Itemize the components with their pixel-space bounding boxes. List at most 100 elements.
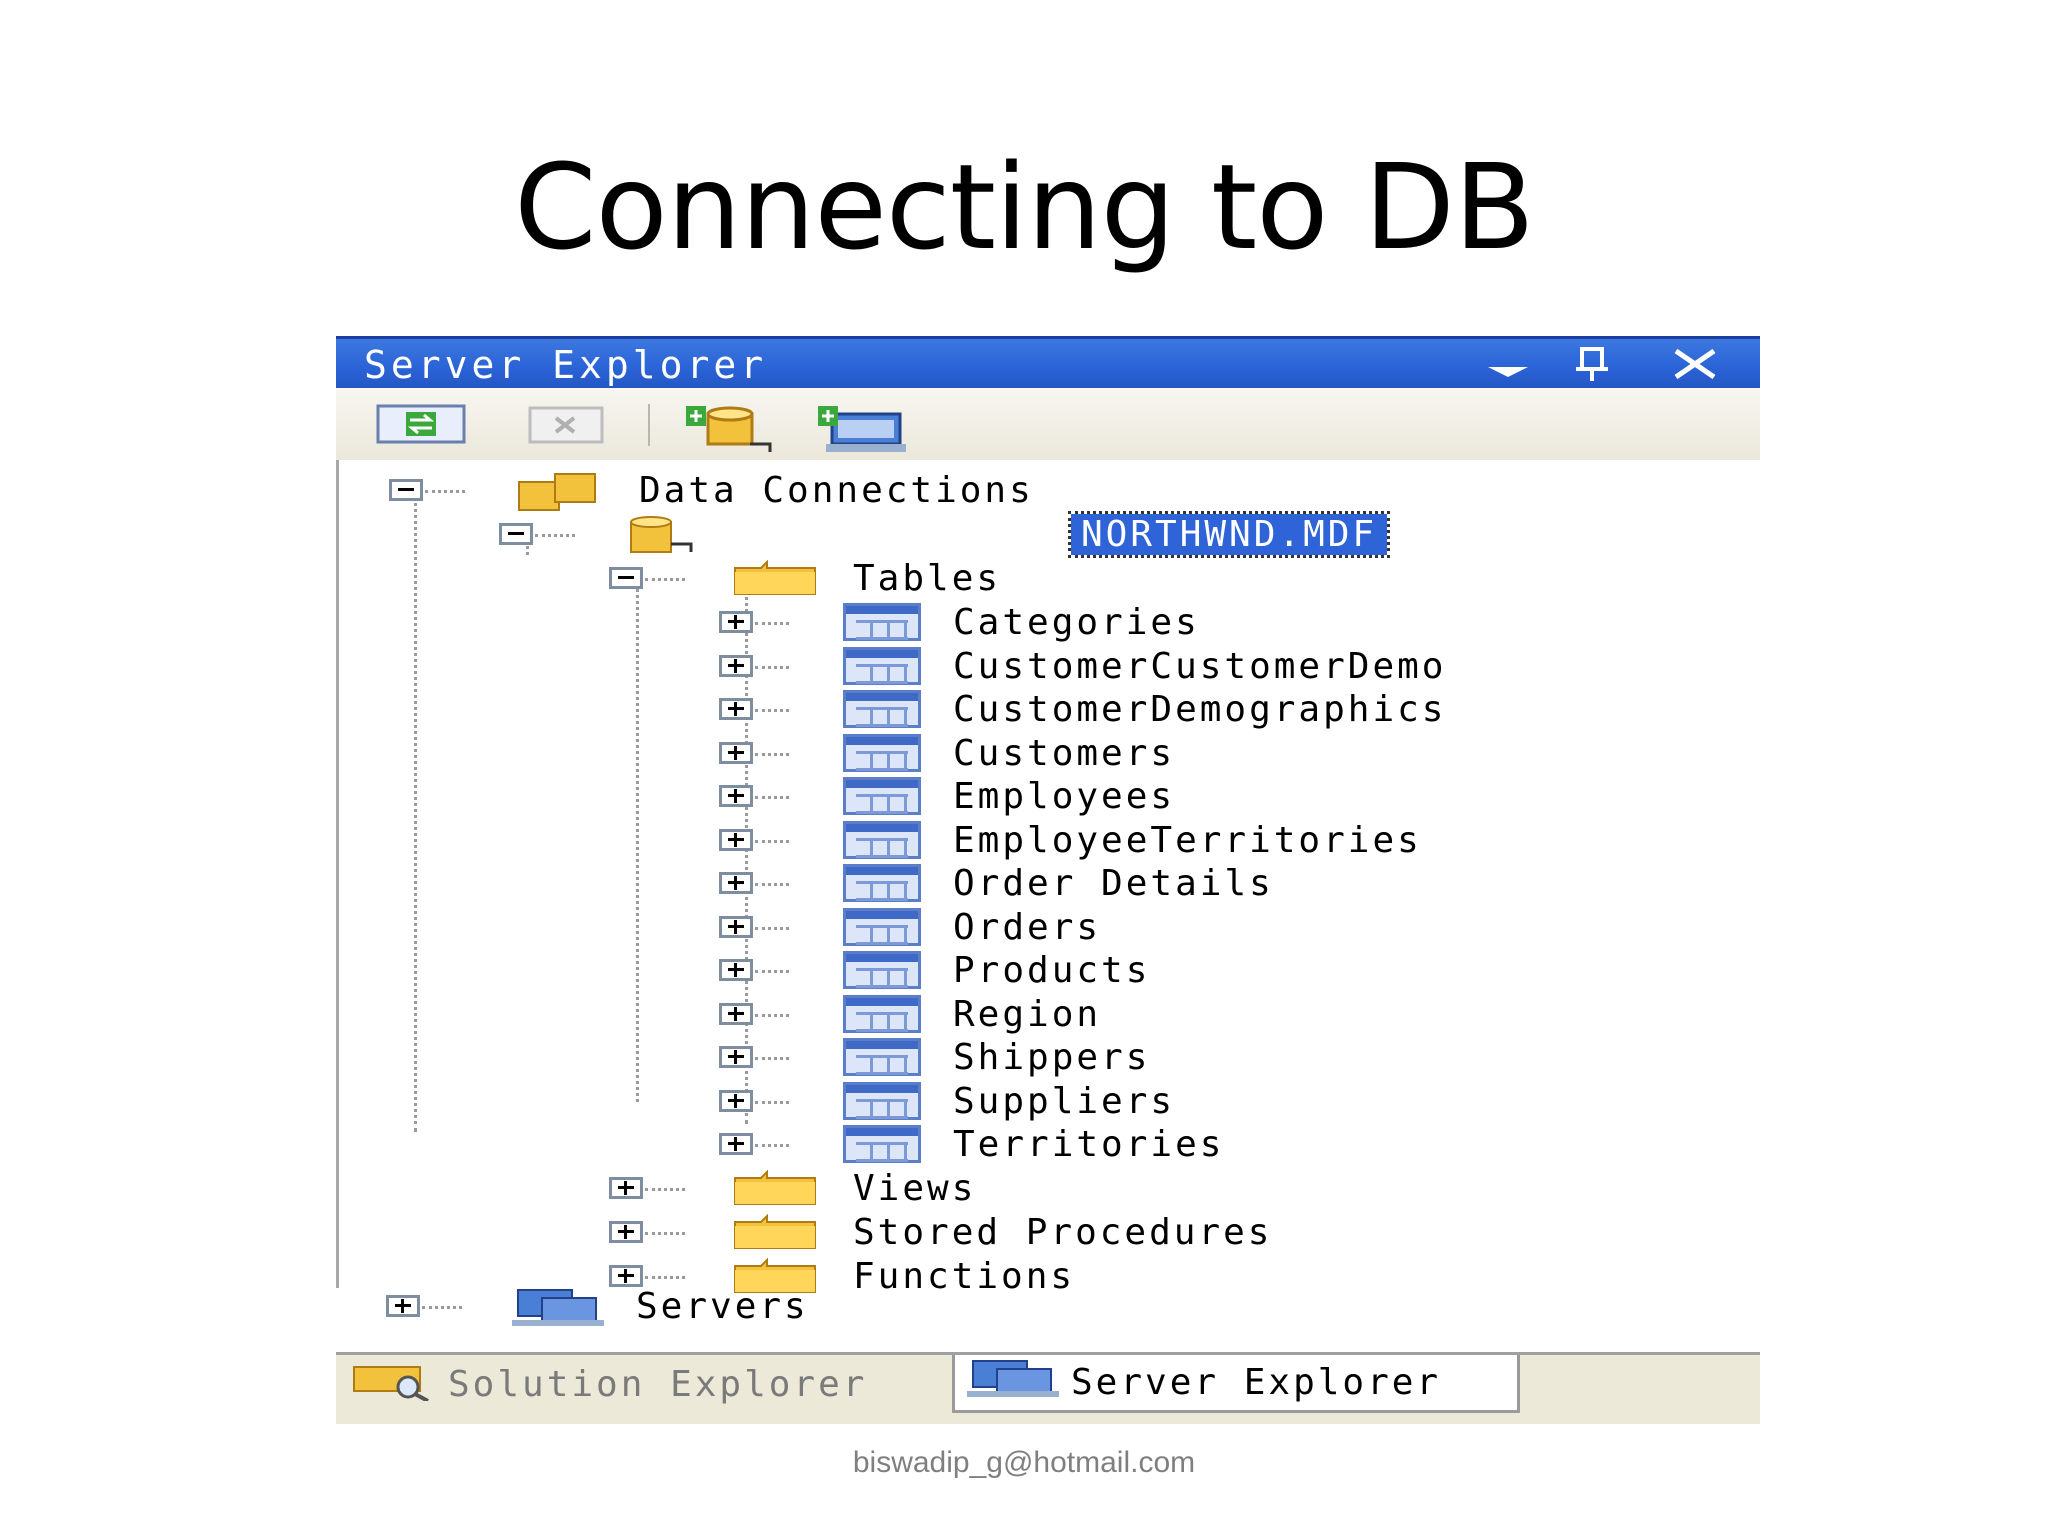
expand-icon[interactable] [386,1295,420,1317]
server-explorer-panel: Server Explorer [336,336,1760,1424]
tree-label: Views [853,1168,977,1209]
tree-label: Territories [953,1124,1225,1165]
tree-label: Customers [953,732,1176,774]
tree-label: Region [953,993,1102,1035]
table-icon [843,690,921,728]
tree-item-table[interactable]: CustomerDemographics [719,689,1619,730]
expand-icon[interactable] [719,1046,753,1068]
slide-title: Connecting to DB [514,138,1535,276]
tree-item-table[interactable]: Customers [719,732,1619,774]
slide-footer: biswadip_g@hotmail.com [852,1446,1196,1479]
table-icon [843,1081,921,1120]
refresh-icon[interactable] [376,404,468,444]
panel-title: Server Explorer [364,343,768,387]
expand-icon[interactable] [719,1133,753,1155]
collapse-icon[interactable] [389,479,423,501]
expand-icon[interactable] [719,654,753,677]
table-icon [843,777,921,815]
expand-icon[interactable] [609,1221,643,1243]
expand-icon[interactable] [719,741,753,764]
expand-icon[interactable] [609,1265,643,1287]
table-icon [843,646,921,685]
folder-icon [733,1257,819,1299]
tree-label: CustomerDemographics [953,689,1447,730]
data-connections-icon [515,470,605,517]
expand-icon[interactable] [609,1177,643,1199]
tree-label: Orders [953,906,1102,948]
tree-label: EmployeeTerritories [953,819,1422,861]
expand-icon[interactable] [719,1089,753,1112]
table-icon [843,733,921,772]
tree-label: Servers [636,1286,809,1327]
tree-label: Stored Procedures [853,1212,1273,1253]
server-explorer-icon [967,1357,1061,1408]
tree-item-table[interactable]: Products [719,950,1619,991]
tab-label: Server Explorer [1071,1362,1442,1403]
table-icon [843,1038,921,1076]
tree-item-table[interactable]: Suppliers [719,1080,1619,1122]
tree-item-table[interactable]: Orders [719,906,1619,948]
table-icon [843,820,921,859]
expand-icon[interactable] [719,915,753,938]
tree-label: Categories [953,602,1200,643]
folder-icon [733,559,819,601]
table-icon [843,1125,921,1163]
table-icon [843,603,921,641]
pin-icon[interactable] [1572,347,1612,387]
collapse-icon[interactable] [609,567,643,589]
selected-database-label: NORTHWND.MDF [1067,511,1391,558]
connect-to-database-icon[interactable] [684,404,780,452]
folder-icon [733,1169,819,1211]
table-icon [843,994,921,1033]
database-icon [627,514,707,561]
tree-item-table[interactable]: Order Details [719,863,1619,904]
expand-icon[interactable] [719,611,753,633]
tree-label: Employees [953,776,1176,817]
tree-item-database[interactable]: NORTHWND.MDF [499,511,1399,558]
tree-item-table[interactable]: Territories [719,1124,1619,1165]
tree-label: Suppliers [953,1080,1176,1122]
tree-item-table[interactable]: Categories [719,602,1619,643]
tab-solution-explorer[interactable]: Solution Explorer [352,1355,952,1413]
expand-icon[interactable] [719,959,753,981]
expand-icon[interactable] [719,828,753,851]
expand-icon[interactable] [719,698,753,720]
tree-item-data-connections[interactable]: Data Connections [389,470,1389,511]
table-icon [843,864,921,902]
expand-icon[interactable] [719,1002,753,1025]
tree-item-tables[interactable]: Tables [609,558,1409,601]
collapse-icon[interactable] [499,523,533,545]
toolbar [336,388,1760,461]
tree-item-table[interactable]: Employees [719,776,1619,817]
tree-label: Functions [853,1256,1076,1297]
close-icon[interactable] [1670,347,1720,387]
tab-server-explorer[interactable]: Server Explorer [952,1355,1520,1413]
tree-label: Order Details [953,863,1274,904]
tree-item-views[interactable]: Views [609,1168,1409,1211]
solution-explorer-icon [352,1359,438,1410]
panel-titlebar: Server Explorer [336,336,1760,388]
tree-label: Shippers [953,1037,1151,1078]
tree-label: Products [953,950,1151,991]
servers-icon [512,1286,606,1333]
tab-label: Solution Explorer [448,1363,868,1405]
tree-item-functions[interactable]: Functions [609,1256,1409,1299]
bottom-tab-bar: Solution Explorer Server Explorer [336,1352,1760,1424]
tree-item-table[interactable]: Shippers [719,1037,1619,1078]
tree-label: CustomerCustomerDemo [953,645,1447,687]
expand-icon[interactable] [719,785,753,807]
tree-item-table[interactable]: CustomerCustomerDemo [719,645,1619,687]
delete-icon[interactable] [528,404,608,444]
tree-item-stored-procedures[interactable]: Stored Procedures [609,1212,1409,1255]
table-icon [843,907,921,946]
tree-item-table[interactable]: Region [719,993,1619,1035]
tree-label: Data Connections [639,470,1034,511]
toolbar-separator [648,404,650,446]
tree-item-servers[interactable]: Servers [386,1286,1286,1327]
tree-item-table[interactable]: EmployeeTerritories [719,819,1619,861]
expand-icon[interactable] [719,872,753,894]
dropdown-arrow-icon[interactable] [1484,347,1532,387]
tree-label: Tables [853,558,1002,599]
folder-icon [733,1213,819,1255]
connect-to-server-icon[interactable] [816,404,912,452]
